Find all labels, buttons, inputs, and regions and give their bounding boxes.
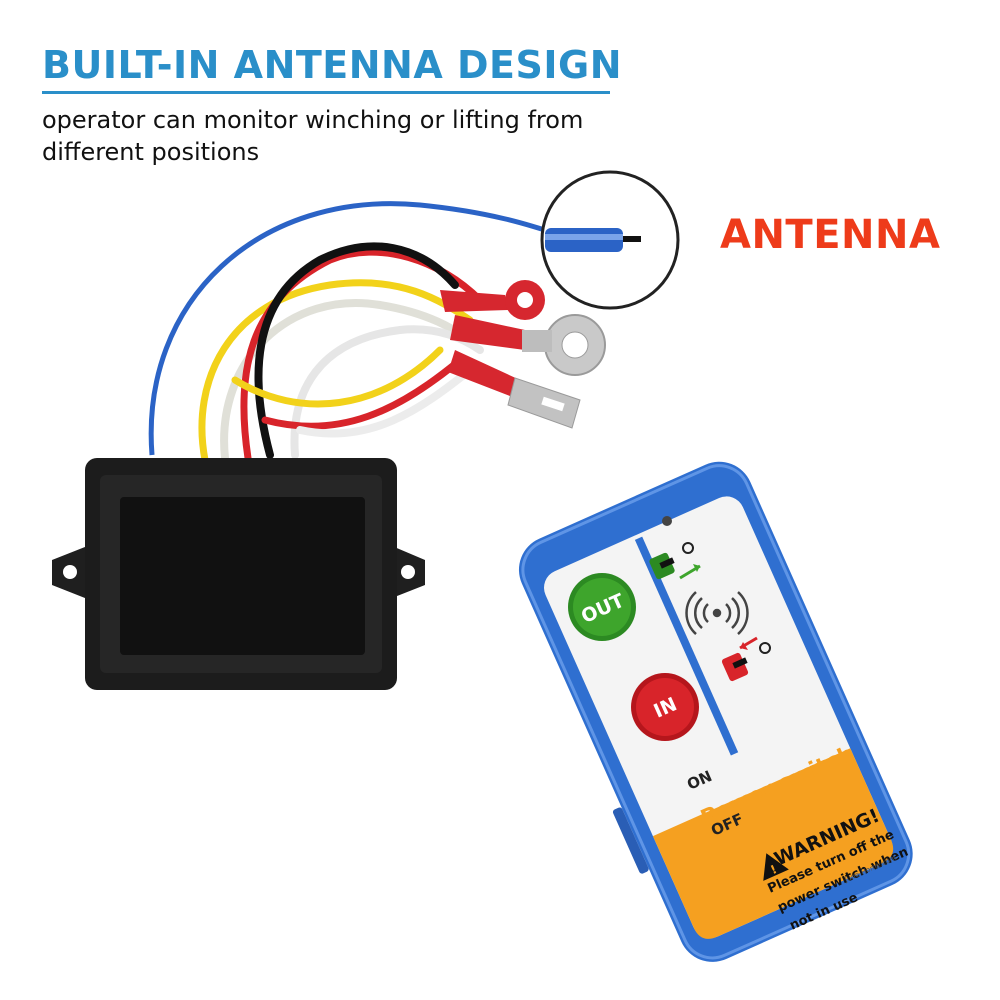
wireless-signal-icon	[685, 591, 749, 635]
wire-bundle	[198, 242, 484, 464]
headline-underline	[42, 91, 610, 94]
in-button[interactable]: IN	[631, 673, 699, 741]
antenna-zoom-circle	[540, 170, 680, 310]
warning-icon: !	[763, 853, 789, 881]
antenna-callout-label: ANTENNA	[720, 212, 941, 258]
out-button[interactable]: OUT	[568, 573, 636, 641]
winch-out-icon	[649, 542, 701, 580]
antenna-wire	[148, 201, 561, 456]
ring-terminals	[440, 280, 606, 429]
winch-in-icon	[721, 636, 771, 682]
remote-control	[518, 461, 913, 962]
receiver-box	[52, 458, 425, 690]
headline: BUILT-IN ANTENNA DESIGN	[42, 43, 622, 87]
subtitle: operator can monitor winching or lifting…	[42, 106, 584, 166]
status-led	[662, 516, 672, 526]
svg-text:!: !	[768, 862, 779, 877]
